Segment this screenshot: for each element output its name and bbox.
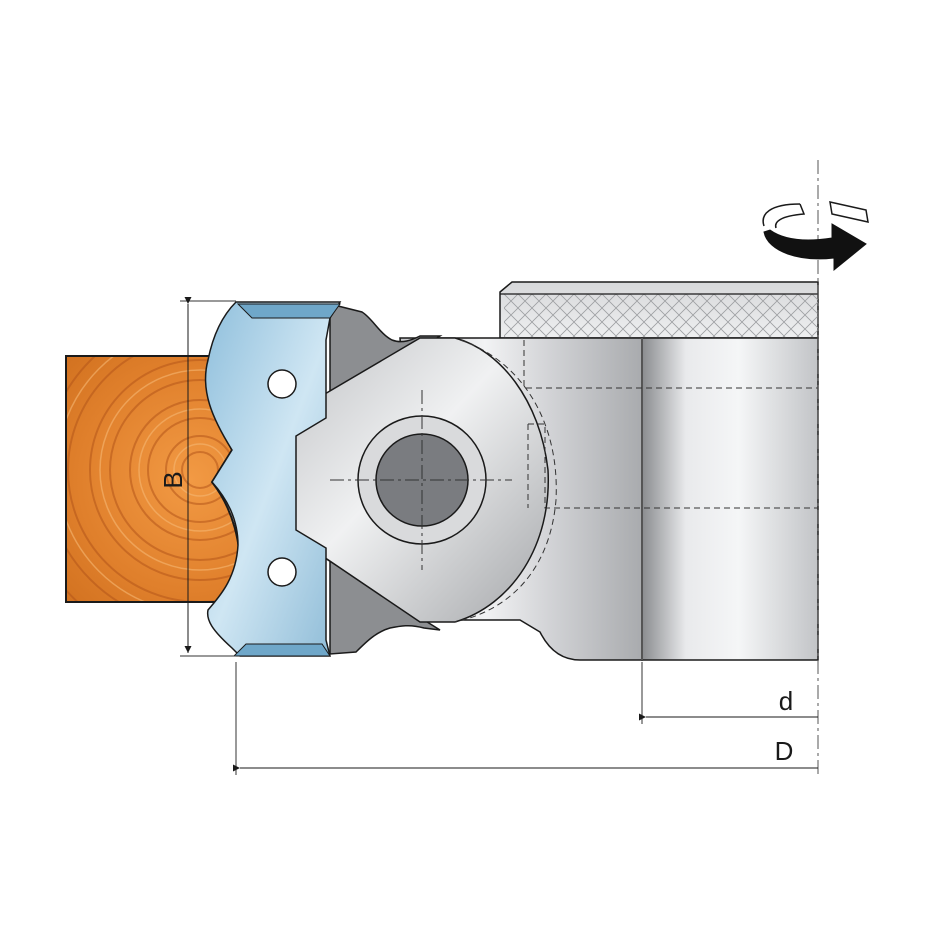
dimension-d-outer: D (233, 662, 818, 775)
label-d: d (779, 686, 793, 716)
clamp-screw (330, 390, 512, 570)
clamp-head (283, 337, 818, 623)
rotation-arrow-icon (762, 201, 869, 272)
label-b: B (158, 471, 188, 488)
dimension-b: B (158, 297, 236, 657)
profile-knife (204, 301, 342, 657)
knife-hole-bottom (267, 557, 297, 587)
label-D: D (775, 736, 794, 766)
dimension-d-bore: d (639, 662, 818, 724)
knurled-collar (499, 281, 819, 339)
knife-hole-top (267, 369, 297, 399)
